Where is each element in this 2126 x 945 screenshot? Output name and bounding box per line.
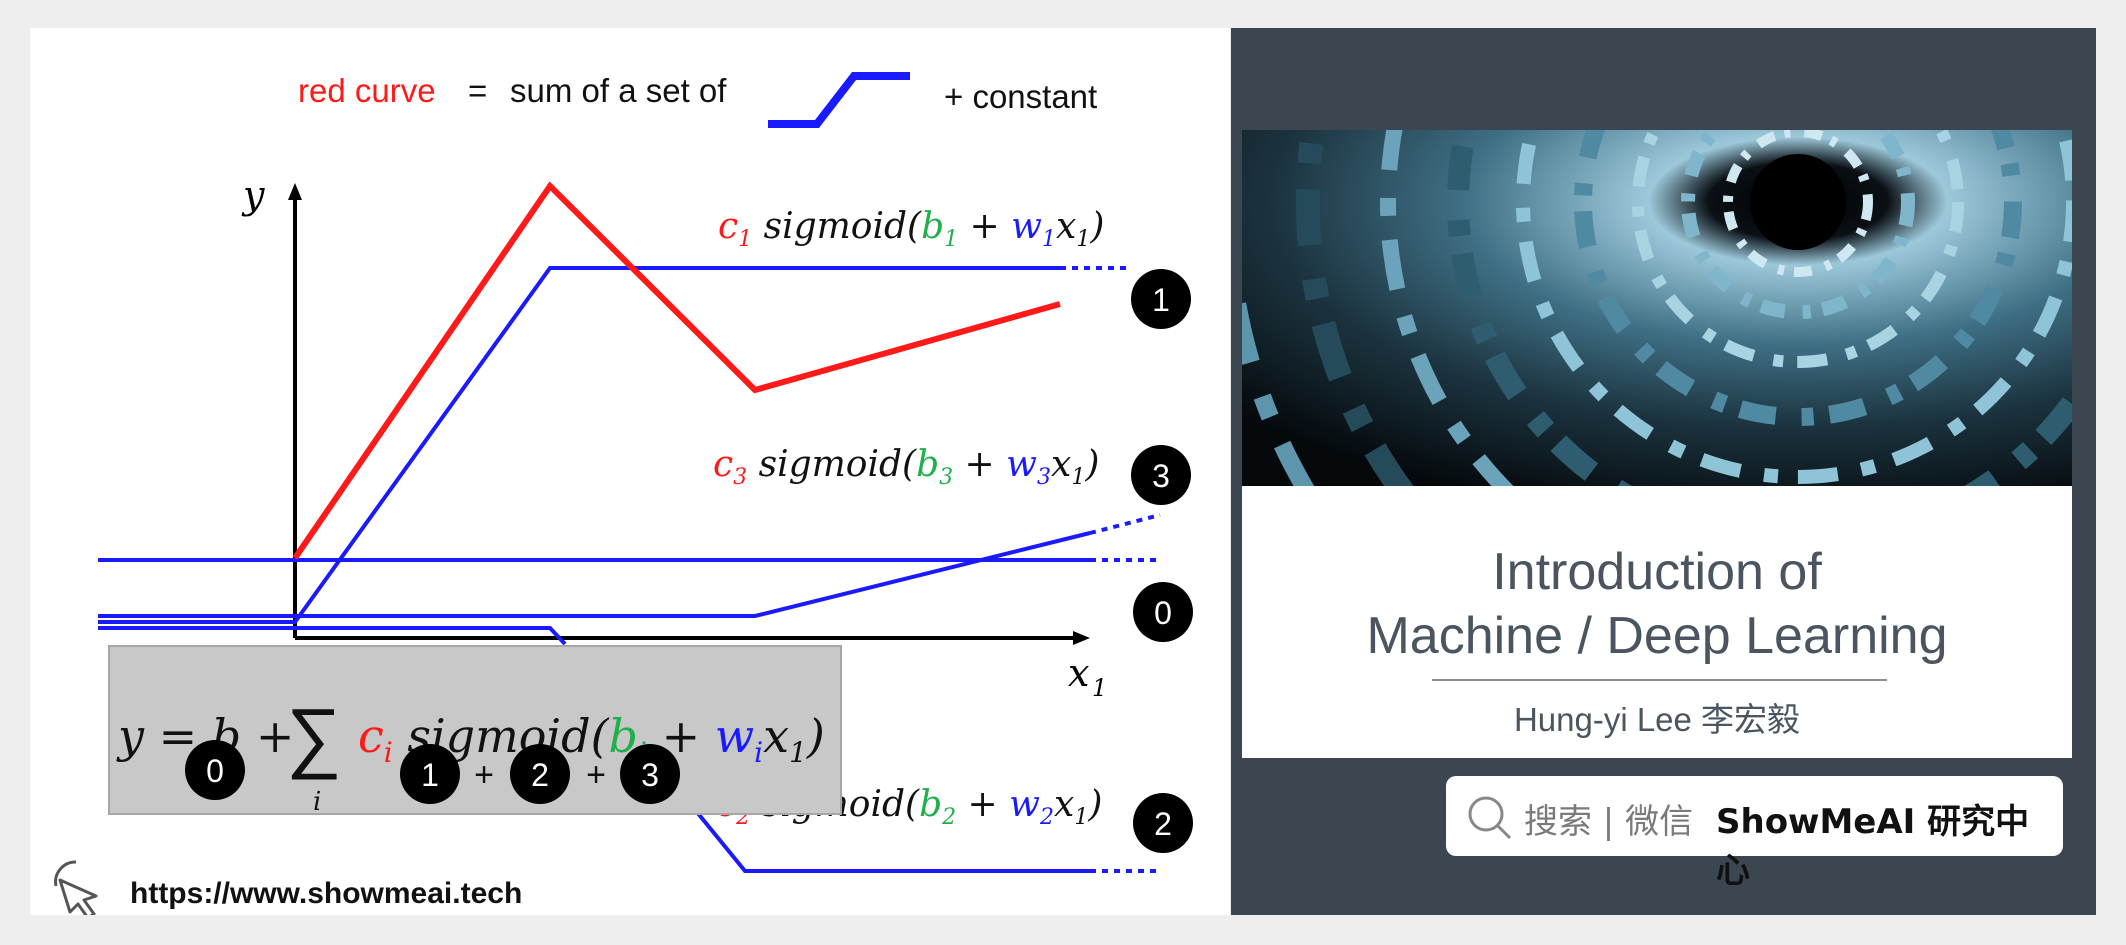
sigmoid-1-curve — [98, 266, 1060, 624]
term-3-x-sub: 1 — [1071, 465, 1085, 490]
term-3-c: c — [713, 444, 733, 485]
formula-badge-1: 1 — [400, 744, 460, 804]
term-2-label: c2 sigmoid(b2 + w2x1) — [716, 784, 1102, 830]
term-3-b: b — [916, 444, 939, 485]
formula-c: c — [358, 709, 384, 763]
term-3-w: w — [1006, 444, 1037, 485]
badge-3: 3 — [1131, 445, 1191, 505]
term-1-c-sub: 1 — [738, 227, 752, 252]
term-1-b: b — [921, 206, 944, 247]
term-1-b-sub: 1 — [944, 227, 958, 252]
formula-sum-index: i — [313, 787, 321, 817]
source-url: https://www.showmeai.tech — [130, 877, 522, 910]
brand-name: ShowMeAI 研究中心 — [1716, 802, 2030, 891]
term-3-plus: + — [953, 444, 1006, 485]
term-1-x: x — [1056, 206, 1076, 247]
formula-badge-1-label: 1 — [421, 757, 439, 793]
course-title-line-1: Introduction of — [1492, 543, 1822, 601]
y-axis-label: y — [241, 173, 265, 217]
term-1-w-sub: 1 — [1042, 227, 1056, 252]
formula-c-sub: i — [384, 736, 393, 769]
formula-x: x — [763, 709, 789, 763]
sigmoid-3-curve — [98, 531, 1091, 618]
term-2-b: b — [919, 784, 942, 825]
formula-badge-2-label: 2 — [531, 757, 549, 793]
formula-badge-3-label: 3 — [641, 757, 659, 793]
badge-2-label: 2 — [1154, 806, 1172, 842]
term-1-label: c1 sigmoid(b1 + w1x1) — [718, 206, 1104, 252]
title-divider — [1432, 679, 1887, 681]
term-1-plus: + — [958, 206, 1011, 247]
term-2-close: ) — [1087, 784, 1102, 825]
term-3-b-sub: 3 — [939, 465, 953, 490]
term-3-label: c3 sigmoid(b3 + w3x1) — [713, 444, 1099, 490]
formula-badge-0-label: 0 — [206, 753, 224, 789]
search-icon — [1468, 796, 1512, 840]
slide-diagram-panel: red curve = sum of a set of + constant y… — [30, 28, 1230, 915]
sigmoid-diagram: red curve = sum of a set of + constant y… — [54, 72, 1193, 915]
term-3-x: x — [1051, 444, 1071, 485]
cursor-icon — [54, 860, 98, 915]
formula-sum-symbol: ∑ — [286, 692, 342, 780]
title-card: Introduction of Machine / Deep Learning … — [1242, 486, 2072, 758]
term-1-c: c — [718, 206, 738, 247]
red-curve-label: red curve — [298, 72, 436, 109]
term-3-close: ) — [1084, 444, 1099, 485]
x-axis-label-subscript: 1 — [1092, 674, 1107, 702]
formula-plus-1: + — [474, 756, 494, 794]
term-1-w: w — [1011, 206, 1042, 247]
sum-of-set-text: sum of a set of — [510, 72, 727, 109]
course-title-line-2: Machine / Deep Learning — [1366, 607, 1948, 665]
badge-0-label: 0 — [1154, 595, 1172, 631]
sigmoid-3-dots — [1089, 513, 1161, 535]
term-1-close: ) — [1089, 206, 1104, 247]
search-hint: 搜索 | 微信 — [1524, 802, 1694, 842]
sigmoid-2-start — [98, 626, 567, 646]
hard-sigmoid-icon — [768, 72, 910, 128]
badge-0: 0 — [1133, 582, 1193, 642]
equals-sign: = — [468, 72, 487, 109]
term-1-sigmoid: sigmoid( — [752, 206, 922, 247]
formula-plus-2: + — [586, 756, 606, 794]
x-axis-label: x — [1068, 651, 1089, 695]
badge-1-label: 1 — [1152, 282, 1170, 318]
term-2-w: w — [1009, 784, 1040, 825]
badge-2: 2 — [1133, 793, 1193, 853]
y-axis-arrow — [288, 183, 302, 200]
author-name: Hung-yi Lee 李宏毅 — [1513, 701, 1801, 738]
term-2-b-sub: 2 — [941, 805, 956, 830]
x-axis-arrow — [1073, 631, 1090, 645]
plus-constant-text: + constant — [944, 78, 1097, 115]
svg-text:c2 sigmoid(b2 + w2x1): c2 sigmoid(b2 + w2x1) — [716, 784, 1102, 830]
badge-3-label: 3 — [1152, 458, 1170, 494]
term-2-w-sub: 2 — [1039, 805, 1054, 830]
formula-close: ) — [806, 709, 825, 763]
term-3-w-sub: 3 — [1037, 465, 1051, 490]
tunnel-cover-image — [1242, 130, 2072, 486]
formula-badge-2: 2 — [510, 744, 570, 804]
svg-text:c3 sigmoid(b3 + w3x1): c3 sigmoid(b3 + w3x1) — [713, 444, 1099, 490]
term-3-c-sub: 3 — [733, 465, 747, 490]
formula-w: w — [715, 709, 754, 763]
cover-panel: Introduction of Machine / Deep Learning … — [1231, 28, 2096, 915]
formula-badge-3: 3 — [620, 744, 680, 804]
term-2-x-sub: 1 — [1074, 805, 1088, 830]
term-2-x: x — [1054, 784, 1074, 825]
term-2-plus: + — [956, 784, 1009, 825]
term-3-sigmoid: sigmoid( — [747, 444, 917, 485]
formula-x-sub: 1 — [789, 736, 807, 769]
svg-text:c1 sigmoid(b1 + w1x1): c1 sigmoid(b1 + w1x1) — [718, 206, 1104, 252]
formula-badge-0: 0 — [185, 740, 245, 800]
formula-w-sub: i — [754, 736, 763, 769]
red-curve — [292, 181, 1061, 560]
wechat-search-box[interactable]: 搜索 | 微信 ShowMeAI 研究中心 — [1446, 776, 2063, 891]
badge-1: 1 — [1131, 269, 1191, 329]
term-1-x-sub: 1 — [1076, 227, 1090, 252]
